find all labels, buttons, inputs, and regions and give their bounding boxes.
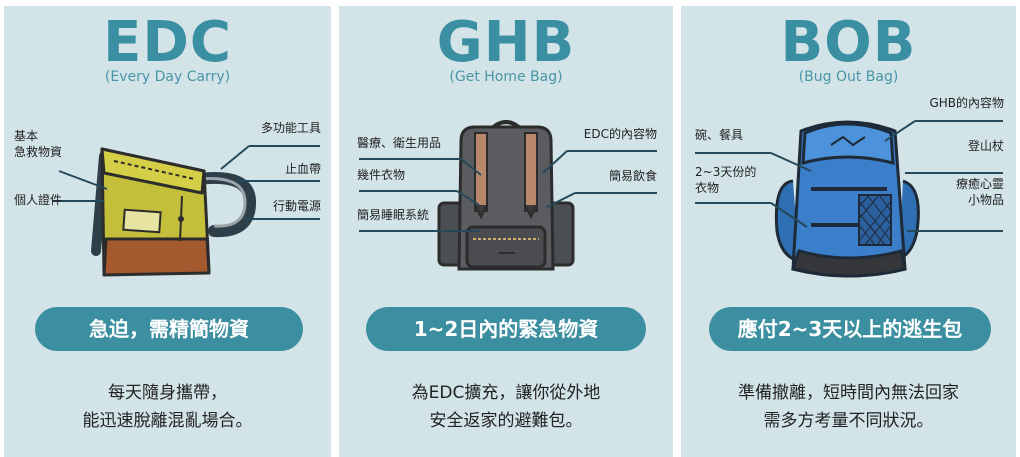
description-line: 為EDC擴充，讓你從外地: [411, 383, 601, 403]
description-line: 準備撤離，短時間內無法回家: [738, 383, 959, 403]
edc-panel: EDC (Every Day Carry): [4, 6, 331, 457]
description: 為EDC擴充，讓你從外地 安全返家的避難包。: [339, 379, 673, 435]
panel-title: GHB: [436, 10, 576, 75]
label-multitool: 多功能工具: [260, 121, 321, 135]
description-line: 能迅速脫離混亂場合。: [82, 411, 253, 431]
label-comfort: 療癒心靈 小物品: [955, 177, 1004, 207]
summary-pill: 急迫，需精簡物資: [35, 307, 303, 351]
bob-panel: BOB (Bug Out Bag): [681, 6, 1016, 457]
panel-title: EDC: [103, 10, 232, 75]
label-edc-contents: EDC的內容物: [583, 127, 657, 141]
description-line: 需多方考量不同狀況。: [763, 411, 934, 431]
panel-title: BOB: [780, 10, 917, 75]
label-id-docs: 個人證件: [14, 193, 63, 207]
label-bowl: 碗、餐具: [695, 128, 744, 142]
ghb-panel: GHB (Get Home Bag): [339, 6, 673, 457]
label-power-bank: 行動電源: [272, 199, 321, 213]
label-medical: 醫療、衛生用品: [357, 136, 442, 150]
label-poles: 登山杖: [967, 139, 1004, 153]
label-clothes: 2~3天份的 衣物: [695, 165, 757, 195]
label-ghb-contents: GHB的內容物: [929, 96, 1004, 110]
description-line: 每天隨身攜帶，: [108, 383, 227, 403]
summary-pill: 應付2~3天以上的逃生包: [709, 307, 991, 351]
description: 每天隨身攜帶， 能迅速脫離混亂場合。: [4, 379, 331, 435]
label-first-aid: 基本 急救物資: [14, 129, 63, 159]
panel-subtitle: (Get Home Bag): [449, 69, 563, 85]
hiking-backpack-illustration: [695, 120, 1003, 278]
label-food: 簡易飲食: [608, 169, 657, 183]
backpack-illustration: [359, 120, 657, 271]
label-tourniquet: 止血帶: [284, 162, 321, 176]
label-clothes: 幾件衣物: [357, 168, 406, 182]
panel-subtitle: (Bug Out Bag): [798, 69, 899, 85]
shoulder-bag-illustration: [52, 145, 320, 277]
summary-pill: 1~2日內的緊急物資: [366, 307, 646, 351]
description-line: 安全返家的避難包。: [429, 411, 583, 431]
label-sleep: 簡易睡眠系統: [357, 208, 430, 222]
panel-subtitle: (Every Day Carry): [104, 69, 231, 85]
description: 準備撤離，短時間內無法回家 需多方考量不同狀況。: [681, 379, 1016, 435]
